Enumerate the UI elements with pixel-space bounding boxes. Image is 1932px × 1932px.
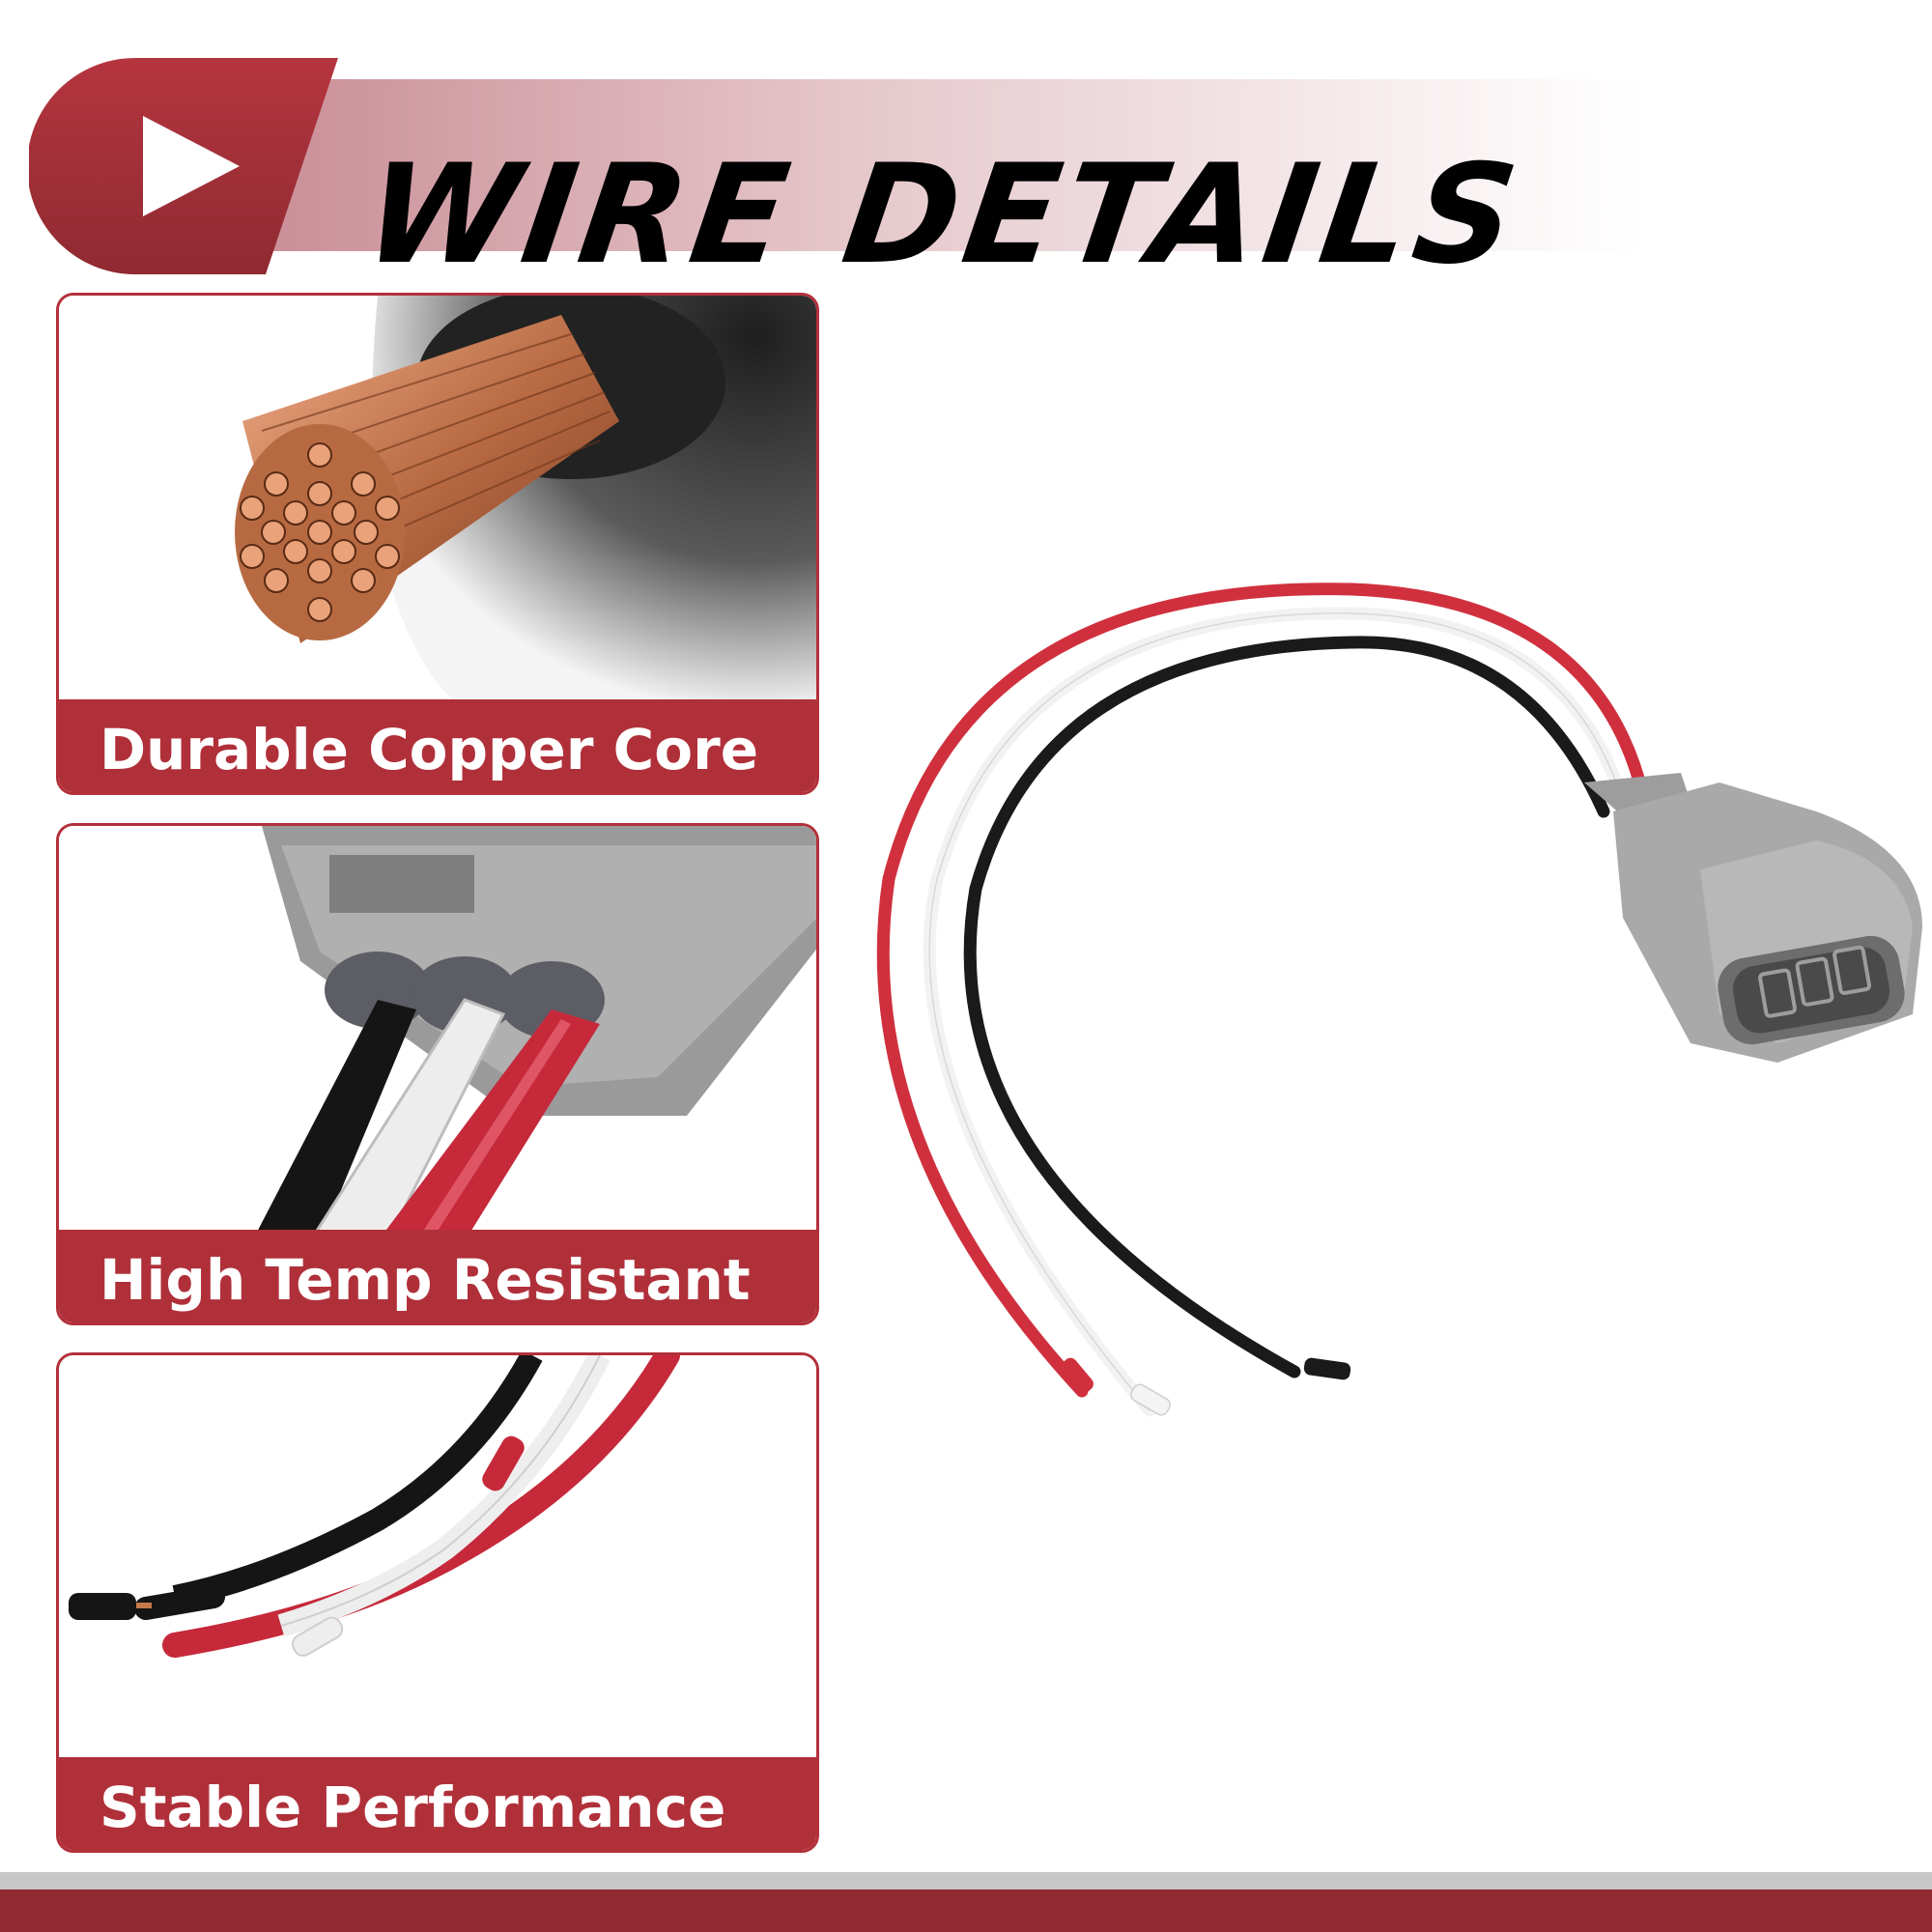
connector bbox=[1584, 773, 1922, 1063]
feature-label-bar: Stable Performance bbox=[59, 1757, 816, 1850]
feature-label: Durable Copper Core bbox=[99, 717, 759, 782]
feature-label: High Temp Resistant bbox=[99, 1247, 751, 1313]
wire-ends-image bbox=[59, 1355, 816, 1761]
feature-label: Stable Performance bbox=[99, 1775, 726, 1840]
feature-label-bar: High Temp Resistant bbox=[59, 1230, 816, 1322]
feature-card-high-temp: High Temp Resistant bbox=[56, 823, 819, 1325]
copper-core-image bbox=[59, 296, 816, 711]
page-title: WIRE DETAILS bbox=[355, 135, 1532, 295]
footer-bar bbox=[0, 1889, 1932, 1932]
header-banner: WIRE DETAILS bbox=[29, 58, 1642, 295]
feature-card-copper-core: Durable Copper Core bbox=[56, 293, 819, 795]
feature-label-bar: Durable Copper Core bbox=[59, 699, 816, 792]
feature-card-stable-performance: Stable Performance bbox=[56, 1352, 819, 1853]
footer-stripe bbox=[0, 1872, 1932, 1889]
play-icon bbox=[143, 116, 240, 216]
connector-closeup-image bbox=[59, 826, 816, 1241]
wire-harness-connector-image bbox=[876, 582, 1922, 1417]
